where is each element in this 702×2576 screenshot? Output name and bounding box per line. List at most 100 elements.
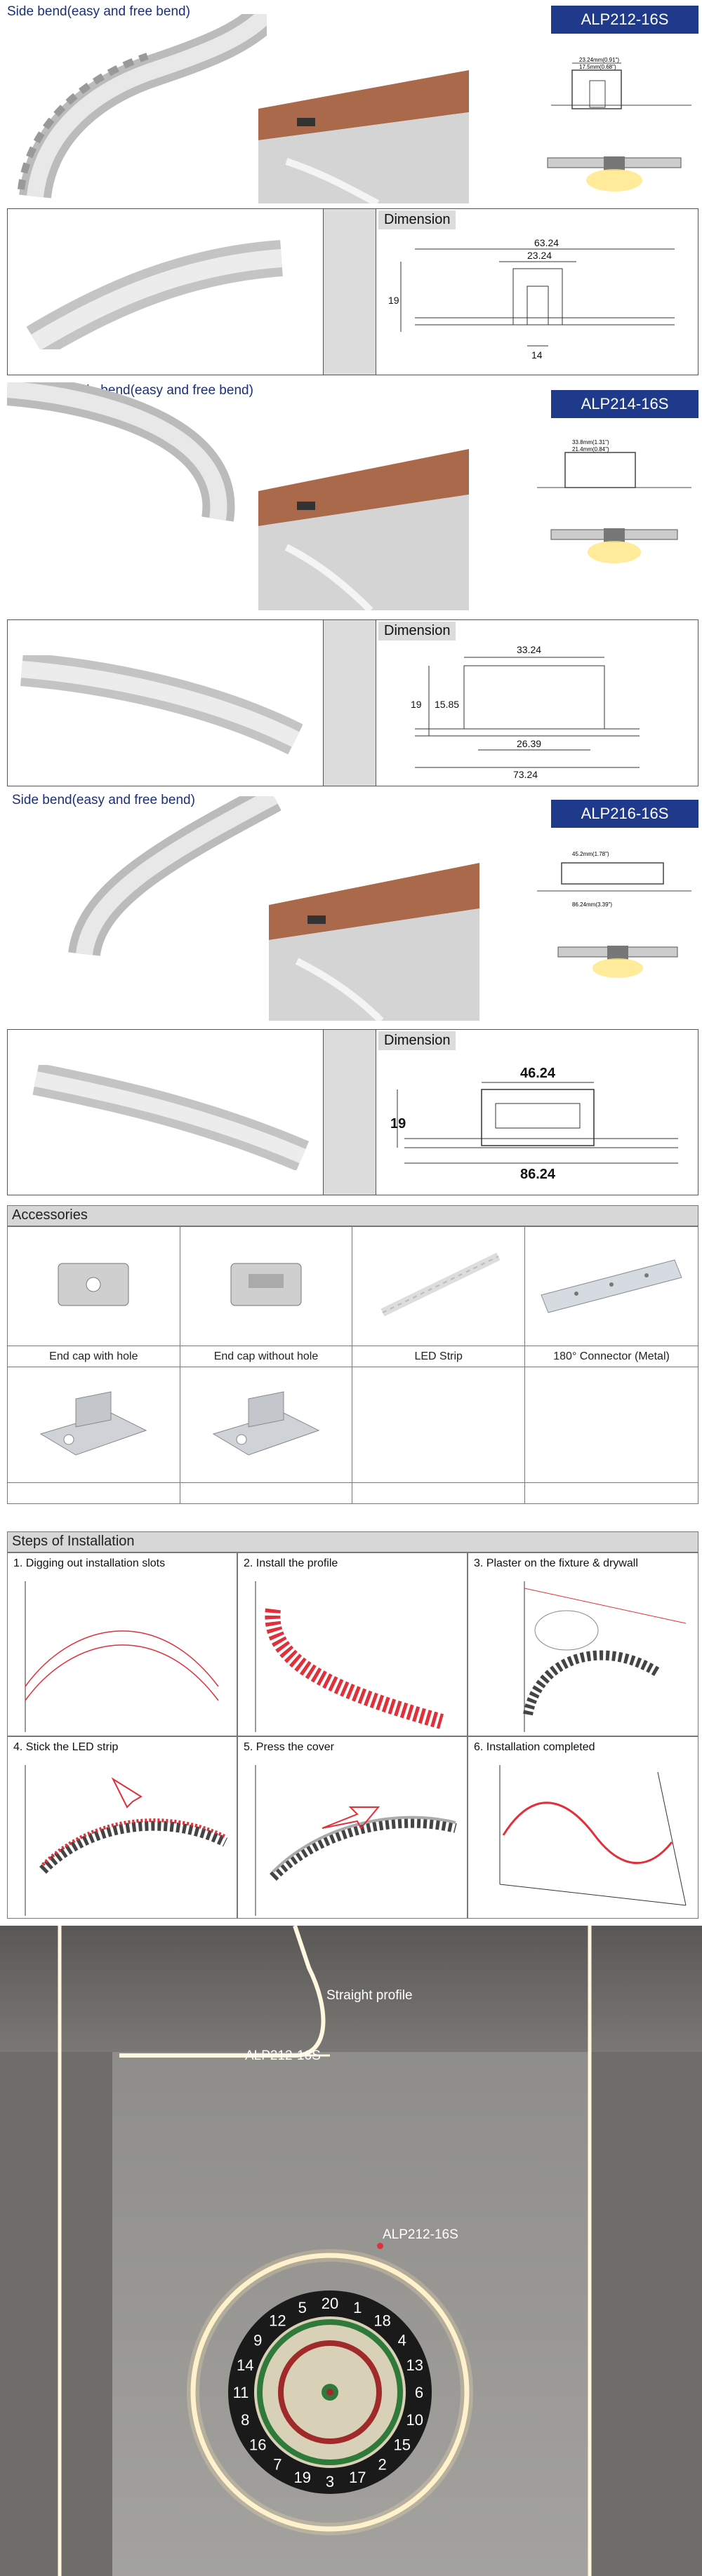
product-2-section-drawing: 33.8mm(1.31") 21.4mm(0.84") [537, 439, 691, 488]
product-1-side-title: Side bend(easy and free bend) [7, 4, 190, 19]
dartboard-number: 14 [237, 2356, 253, 2374]
product-1-install-render [258, 70, 469, 203]
dartboard-number: 5 [298, 2299, 307, 2316]
product-3-lit-section [557, 946, 678, 978]
product-3-mini-dim-2: 86.24mm(3.39") [572, 901, 612, 908]
photo-model-label-1: ALP212-16S [245, 2048, 321, 2063]
product-3-install-render [269, 863, 479, 1021]
install-step-5-label: 5. Press the cover [244, 1741, 334, 1753]
dartboard-number: 16 [249, 2436, 266, 2454]
dartboard-number: 19 [294, 2469, 311, 2486]
product-1-lit-section [547, 156, 682, 192]
product-3-side-title: Side bend(easy and free bend) [12, 793, 195, 807]
product-3-bend-image [68, 796, 281, 957]
product-2-dimension-label: Dimension [378, 622, 456, 640]
install-step-1-drawing [25, 1581, 219, 1732]
product-1-dim-d: 14 [531, 349, 543, 361]
product-3-model-badge: ALP216-16S [551, 800, 698, 828]
product-2-dimension-panel: Dimension 33.24 19 15.85 26.39 73.24 [7, 619, 698, 786]
install-step-6: 6. Installation completed [468, 1736, 698, 1919]
product-3-divider [323, 1030, 376, 1195]
left-wall [0, 2052, 112, 2576]
install-step-4-label: 4. Stick the LED strip [13, 1741, 119, 1753]
accessory-label-connector: 180° Connector (Metal) [524, 1346, 698, 1367]
straight-profile-label: Straight profile [326, 1988, 413, 2003]
dartboard-number: 3 [326, 2473, 334, 2490]
room-photo: Straight profile ALP212-16S ALP212-16S 2… [0, 1926, 702, 2576]
product-2-dim-c: 15.85 [435, 699, 459, 710]
product-1-divider [323, 209, 376, 375]
dartboard-number: 20 [322, 2295, 338, 2312]
accessories-header: Accessories [7, 1205, 698, 1226]
installation-header: Steps of Installation [7, 1531, 698, 1552]
product-3-dim-b: 19 [390, 1116, 406, 1132]
product-2-install-render [258, 449, 469, 610]
accessory-label-empty-3 [352, 1482, 526, 1504]
dartboard-number: 6 [415, 2384, 423, 2401]
accessory-image-clip-2 [179, 1367, 353, 1483]
accessory-image-connector [524, 1226, 698, 1346]
install-step-6-label: 6. Installation completed [474, 1741, 595, 1753]
dartboard-number: 10 [406, 2411, 423, 2429]
install-step-6-drawing [499, 1765, 687, 1906]
light-lines [58, 1926, 592, 2576]
accessory-label-empty-2 [179, 1482, 353, 1504]
product-1-dimension-drawing: 63.24 23.24 19 14 [388, 237, 675, 361]
install-step-3-drawing [523, 1581, 687, 1732]
accessory-image-end-cap [179, 1226, 353, 1346]
accessory-label-empty-4 [524, 1482, 698, 1504]
dartboard-number: 17 [349, 2469, 366, 2486]
install-step-4: 4. Stick the LED strip [7, 1736, 237, 1919]
install-step-5-drawing [255, 1765, 457, 1916]
product-3-dimension-panel: Dimension 46.24 19 86.24 [7, 1029, 698, 1195]
right-wall [590, 2052, 702, 2576]
dartboard-number: 7 [273, 2456, 282, 2474]
product-1-mini-dim-1: 23.24mm(0.91") [579, 57, 619, 63]
product-3-strip-image [32, 1065, 310, 1170]
install-step-2: 2. Install the profile [237, 1552, 468, 1736]
install-step-1-label: 1. Digging out installation slots [13, 1557, 166, 1569]
dartboard-number: 13 [406, 2356, 423, 2374]
dartboard-number: 4 [398, 2331, 406, 2349]
product-1-mini-dim-2: 17.5mm(0.68") [579, 64, 616, 70]
product-3-section-drawing: 45.2mm(1.78") 86.24mm(3.39") [537, 851, 691, 908]
install-step-2-label: 2. Install the profile [244, 1557, 338, 1569]
product-1-dim-a: 63.24 [534, 237, 559, 248]
product-2-dim-e: 73.24 [513, 769, 538, 778]
dartboard-number: 9 [253, 2331, 262, 2349]
product-3-dimension-label: Dimension [378, 1031, 456, 1050]
product-3-dim-a: 46.24 [520, 1066, 556, 1081]
product-2-dim-a: 33.24 [517, 644, 541, 655]
install-step-2-drawing [255, 1581, 444, 1732]
accessory-empty-1 [352, 1367, 526, 1483]
install-step-4-drawing [25, 1765, 228, 1916]
dartboard-number: 1 [353, 2299, 362, 2316]
product-1-section-drawing: 23.24mm(0.91") 17.5mm(0.68") [551, 57, 691, 109]
product-1-dimension-panel: Dimension 63.24 23.24 19 14 [7, 208, 698, 375]
dartboard-number: 2 [378, 2456, 386, 2474]
install-step-3: 3. Plaster on the fixture & drywall [468, 1552, 698, 1736]
install-step-5: 5. Press the cover [237, 1736, 468, 1919]
product-2-bend-image [7, 382, 235, 522]
dartboard-number: 8 [241, 2411, 249, 2429]
product-1-strip-image [26, 240, 283, 349]
product-2-model-badge: ALP214-16S [551, 390, 698, 418]
install-step-1: 1. Digging out installation slots [7, 1552, 237, 1736]
accessory-label-led-strip: LED Strip [352, 1346, 526, 1367]
dartboard-number: 11 [233, 2384, 249, 2401]
photo-model-label-2: ALP212-16S [383, 2227, 458, 2242]
product-2-lit-section [550, 528, 678, 563]
product-2-dim-d: 26.39 [517, 738, 541, 749]
product-3-mini-dim-1: 45.2mm(1.78") [572, 851, 609, 857]
product-3-dim-c: 86.24 [520, 1167, 556, 1182]
install-step-3-label: 3. Plaster on the fixture & drywall [474, 1557, 638, 1569]
accessory-label-end-cap: End cap without hole [179, 1346, 353, 1367]
product-2-dimension-drawing: 33.24 19 15.85 26.39 73.24 [411, 644, 640, 778]
accessory-image-clip-1 [7, 1367, 180, 1483]
dartboard-number: 15 [393, 2436, 410, 2454]
accessory-image-led-strip [352, 1226, 526, 1346]
accessories-table: End cap with hole End cap without hole L… [7, 1226, 698, 1504]
product-2-divider [323, 620, 376, 786]
accessory-label-end-cap-hole: End cap with hole [7, 1346, 180, 1367]
accessory-empty-2 [524, 1367, 698, 1483]
